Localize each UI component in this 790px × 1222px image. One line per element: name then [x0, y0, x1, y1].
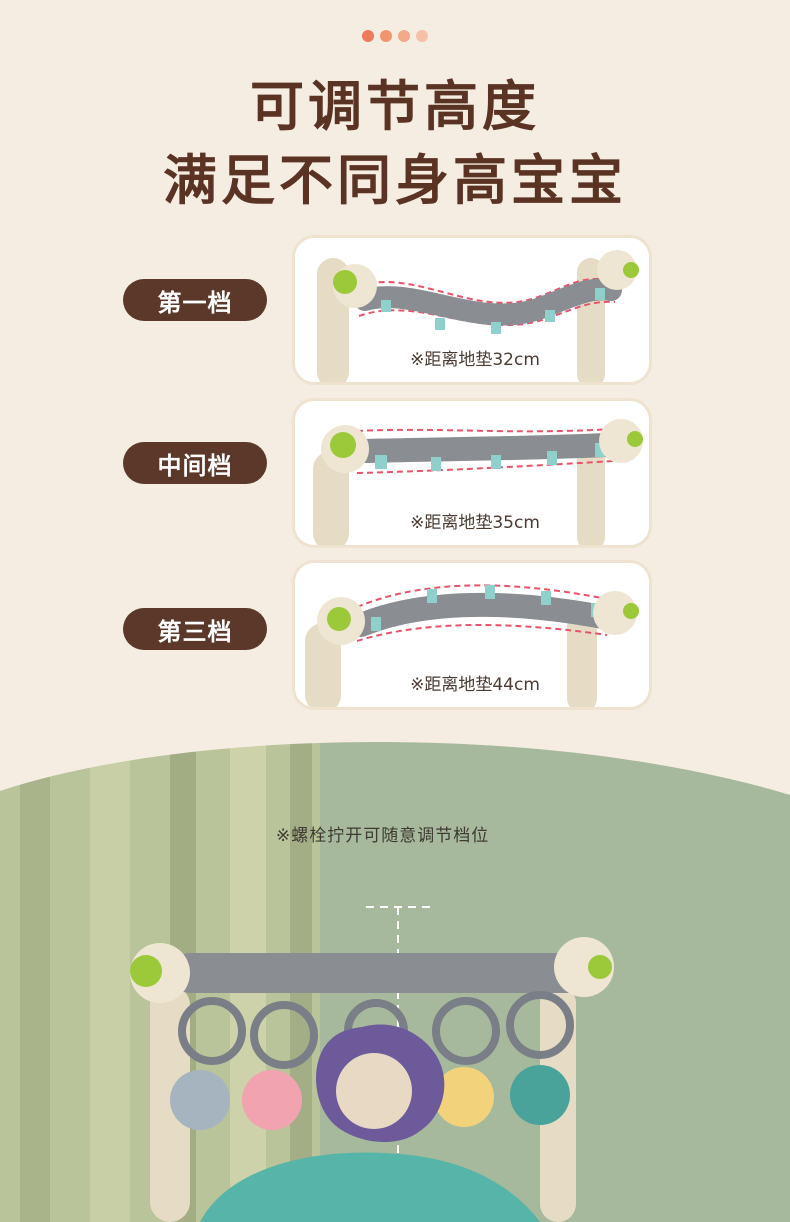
level-row-1: 第一档 ※距离地垫32cm: [0, 235, 790, 385]
level-label-1: 第一档: [123, 279, 267, 321]
dot-2: [380, 30, 392, 42]
level-image-card-1: ※距离地垫32cm: [292, 235, 652, 385]
play-gym-scene-illustration: [0, 735, 790, 1222]
dot-1: [362, 30, 374, 42]
play-gym-bar-illustration-2: [313, 419, 643, 545]
level-label-3: 第三档: [123, 608, 267, 650]
level-row-3: 第三档 ※距离地垫44cm: [0, 560, 790, 710]
level-image-card-3: ※距离地垫44cm: [292, 560, 652, 710]
product-scene: ※螺栓拧开可随意调节档位: [0, 735, 790, 1222]
dot-4: [416, 30, 428, 42]
level-image-card-2: ※距离地垫35cm: [292, 398, 652, 548]
play-gym-bar-illustration-1: [317, 250, 639, 382]
distance-text-3: ※距离地垫44cm: [410, 675, 540, 695]
level-label-2: 中间档: [123, 442, 267, 484]
distance-text-1: ※距离地垫32cm: [410, 350, 540, 370]
adjustment-note: ※螺栓拧开可随意调节档位: [276, 826, 490, 846]
page-subtitle: 满足不同身高宝宝: [163, 149, 627, 212]
level-row-2: 中间档 ※距离地垫35cm: [0, 398, 790, 548]
distance-text-2: ※距离地垫35cm: [410, 513, 540, 533]
dot-3: [398, 30, 410, 42]
page-title: 可调节高度: [250, 75, 540, 138]
play-gym-bar-illustration-3: [305, 584, 639, 707]
decorative-dots: [0, 30, 790, 42]
